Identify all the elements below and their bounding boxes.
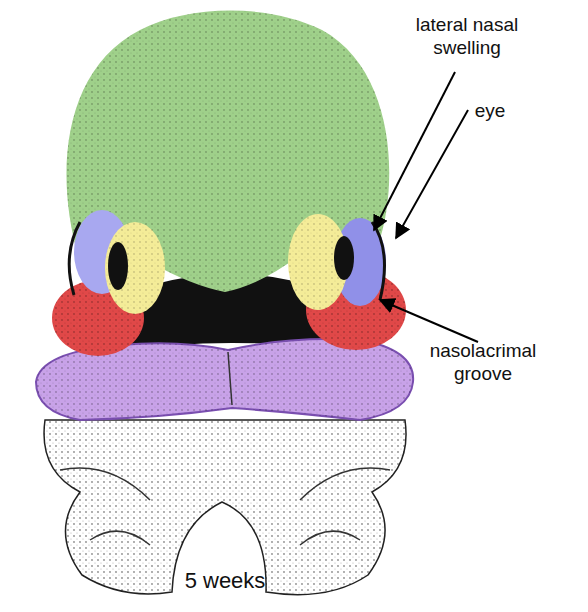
nasal-pit-left bbox=[108, 242, 128, 290]
medial-nasal-left bbox=[105, 222, 165, 314]
body-texture bbox=[44, 420, 406, 595]
lateral-nasal-right bbox=[334, 218, 386, 306]
frontonasal-texture bbox=[66, 11, 389, 293]
body-region bbox=[44, 420, 406, 595]
leader-line bbox=[396, 110, 468, 238]
structure-label: lateral nasal swelling bbox=[392, 14, 542, 60]
eye-outline bbox=[69, 222, 80, 295]
body-fold bbox=[60, 468, 390, 545]
lateral-nasal-left bbox=[74, 210, 130, 294]
frontonasal-prominence bbox=[66, 11, 389, 293]
mandible-midline bbox=[228, 352, 232, 405]
swelling-texture bbox=[105, 222, 165, 314]
stage-label: 5 weeks bbox=[170, 568, 280, 594]
structure-label: eye bbox=[460, 100, 520, 123]
leader-line bbox=[380, 300, 478, 342]
nasal-pit-right bbox=[334, 236, 354, 280]
eye-outline bbox=[372, 222, 385, 300]
structure-label: nasolacrimal groove bbox=[418, 340, 548, 386]
